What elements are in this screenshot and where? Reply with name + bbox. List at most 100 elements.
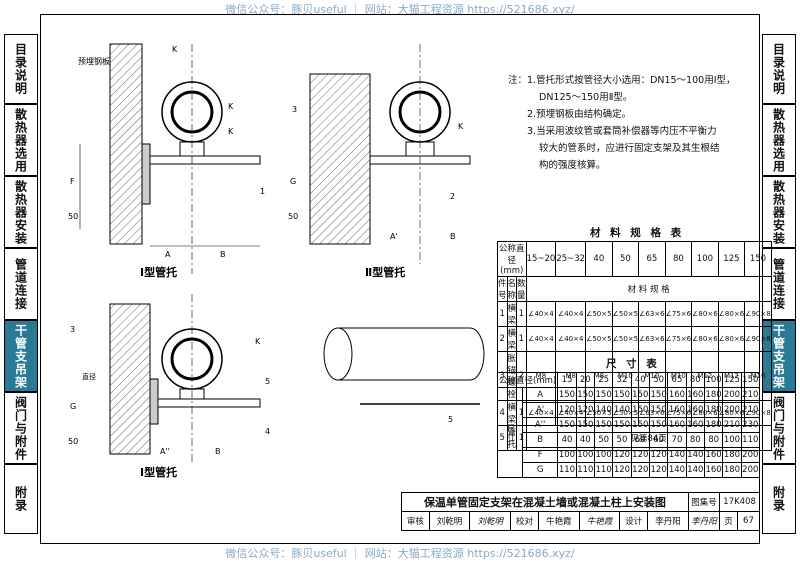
svg-text:1: 1 [260, 187, 265, 196]
size-value: 50 [612, 432, 632, 448]
left-tab-2[interactable]: 散热器安装 [4, 176, 38, 248]
size-value: 150 [593, 387, 614, 403]
size-value: 150 [630, 417, 650, 433]
size-key: B [521, 432, 559, 448]
material-table-title: 材 料 规 格 表 [590, 227, 685, 239]
note-line: 2.预埋钢板由结构确定。 [527, 109, 632, 120]
size-value: 150 [630, 402, 650, 418]
right-tab-1[interactable]: 散热器选用 [762, 104, 796, 176]
right-tab-0[interactable]: 目录说明 [762, 34, 796, 104]
mat-spec: ∠50×5 [585, 326, 613, 352]
size-value: 160 [685, 402, 705, 418]
svg-text:K: K [228, 127, 234, 136]
mat-spec: ∠90×8 [744, 326, 772, 352]
note-line: DN125～150用Ⅱ型。 [539, 92, 633, 103]
plate-label: 预埋钢板 [78, 56, 110, 66]
mat-no: 2 [497, 326, 508, 352]
size-value: 180 [722, 447, 742, 463]
left-tab-3[interactable]: 管道连接 [4, 248, 38, 320]
tab-label: 阀门与附件 [771, 395, 786, 461]
size-value: 180 [703, 417, 724, 433]
size-dn: 20 [575, 372, 595, 388]
svg-text:2: 2 [450, 192, 455, 201]
left-tab-0[interactable]: 目录说明 [4, 34, 38, 104]
size-value: 160 [667, 417, 687, 433]
size-dn: 50 [648, 372, 669, 388]
size-dn: 15 [557, 372, 577, 388]
size-dn: 100 [703, 372, 724, 388]
right-tab-6[interactable]: 附录 [762, 464, 796, 534]
note-line: 3.当采用波纹管或套筒补偿器等内压不平衡力 [527, 126, 717, 137]
right-tab-2[interactable]: 散热器安装 [762, 176, 796, 248]
size-value: 230 [740, 417, 761, 433]
size-dn: 32 [612, 372, 632, 388]
size-value: 160 [667, 402, 687, 418]
size-dn: 80 [685, 372, 705, 388]
size-value: 120 [630, 462, 650, 478]
tab-label: 干管支吊架 [771, 323, 786, 389]
pipe-isometric: 5 [323, 327, 485, 424]
mat-spec: ∠40×4 [525, 326, 557, 352]
mat-spec: ∠50×5 [611, 326, 640, 352]
size-value: 100 [593, 447, 614, 463]
size-value: 80 [703, 432, 724, 448]
size-key: A' [521, 402, 559, 418]
mat-hdr-dn: 公称直径(mm) [497, 241, 527, 277]
svg-text:A'': A'' [160, 447, 170, 456]
size-value: 70 [667, 432, 687, 448]
mat-dn: 50 [611, 241, 640, 277]
svg-text:G: G [290, 177, 296, 186]
size-value: 140 [685, 447, 705, 463]
mat-dn: 15~20 [525, 241, 557, 277]
svg-text:3: 3 [70, 325, 75, 334]
note-line: 1.管托形式按管径大小选用：DN15～100用Ⅰ型， [527, 75, 736, 86]
size-value: 100 [575, 447, 595, 463]
mat-no: 1 [497, 301, 508, 327]
size-hdr-dn: 公称直径(mm) [496, 372, 559, 388]
mat-spec: ∠80×6 [691, 301, 719, 327]
size-value: 120 [630, 447, 650, 463]
size-value: 150 [575, 417, 595, 433]
size-key: A [521, 387, 559, 403]
left-tab-4[interactable]: 干管支吊架 [4, 320, 38, 392]
mat-hdr-name: 名 称 [506, 276, 518, 302]
svg-text:5: 5 [448, 415, 453, 424]
note-line: 构的强度核算。 [539, 160, 606, 171]
size-value: 100 [722, 432, 742, 448]
size-value: 100 [557, 447, 577, 463]
size-value: 150 [593, 417, 614, 433]
svg-text:F: F [70, 177, 75, 186]
svg-text:B: B [450, 232, 456, 241]
mat-spec: ∠80×6 [691, 326, 719, 352]
left-tab-1[interactable]: 散热器选用 [4, 104, 38, 176]
mat-spec: ∠63×6 [638, 326, 666, 352]
mat-spec: ∠40×4 [555, 301, 587, 327]
left-tab-5[interactable]: 阀门与附件 [4, 392, 38, 464]
mat-hdr-spec: 材 料 规 格 [525, 276, 772, 302]
size-value: 80 [685, 432, 705, 448]
mat-dn: 100 [691, 241, 719, 277]
size-value: 110 [557, 462, 577, 478]
size-value: 180 [703, 387, 724, 403]
mat-dn: 40 [585, 241, 613, 277]
mat-spec: ∠75×6 [664, 326, 693, 352]
size-value: 140 [685, 462, 705, 478]
svg-text:K: K [255, 337, 261, 346]
left-tab-6[interactable]: 附录 [4, 464, 38, 534]
title-type-2: Ⅱ型管托 [365, 265, 405, 279]
size-key: G [521, 462, 559, 478]
type-2-support: 3 2 A' B G 50 K Ⅱ型管托 [288, 44, 471, 279]
note-line: 较大的管系时，应进行固定支架及其生根结 [539, 143, 720, 154]
svg-text:4: 4 [265, 427, 270, 436]
size-value: 180 [703, 402, 724, 418]
mat-spec: ∠90×8 [744, 301, 772, 327]
svg-text:B: B [215, 447, 221, 456]
svg-text:50: 50 [68, 437, 78, 446]
tab-label: 附录 [13, 486, 28, 512]
